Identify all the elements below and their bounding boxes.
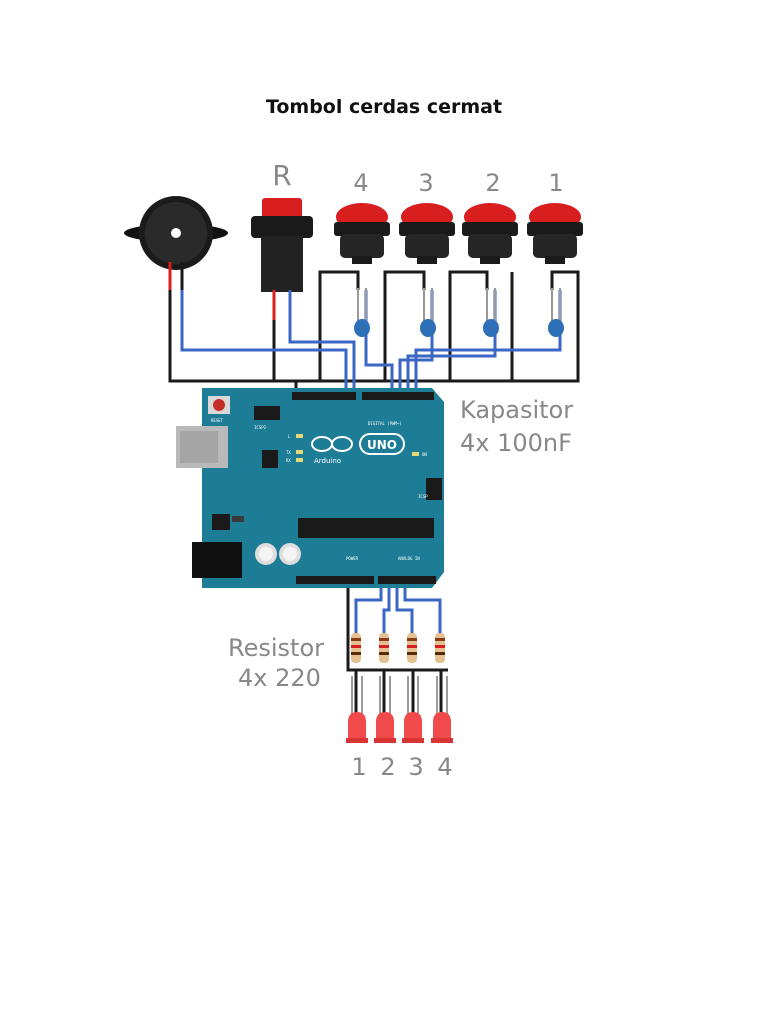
leds <box>346 676 453 743</box>
ground-wires <box>168 270 580 715</box>
push-button-3 <box>399 203 455 264</box>
button-number-1: 1 <box>548 169 563 197</box>
resistors <box>351 633 445 663</box>
board-icsp-text: ICSP <box>418 494 428 499</box>
board-uno-text: UNO <box>367 438 397 452</box>
board-reset-text: RESET <box>211 418 224 423</box>
capacitors <box>354 288 564 337</box>
buzzer <box>124 196 228 290</box>
page-title: Tombol cerdas cermat <box>265 96 503 118</box>
capacitor-3 <box>483 288 499 337</box>
push-button-1 <box>527 203 583 264</box>
arduino-uno-board: RESET ICSP2 DIGITAL (PWM~) UNO Arduino L… <box>176 388 444 588</box>
icsp-header <box>426 478 442 500</box>
board-digital-text: DIGITAL (PWM~) <box>368 421 402 426</box>
analog-header <box>378 576 436 584</box>
button-number-4: 4 <box>353 169 368 197</box>
board-analog-text: ANALOG IN <box>398 556 420 561</box>
led-number-1: 1 <box>351 753 366 781</box>
led-4 <box>431 676 453 743</box>
board-icsp2-text: ICSP2 <box>254 425 267 430</box>
board-on-text: ON <box>422 452 427 457</box>
led-3 <box>402 676 424 743</box>
resistor-2 <box>379 633 389 663</box>
board-rx-text: RX <box>286 458 291 463</box>
led-number-4: 4 <box>437 753 452 781</box>
capacitor-label-line2: 4x 100nF <box>460 429 572 457</box>
resistor-4 <box>435 633 445 663</box>
power-header <box>296 576 374 584</box>
digital-header-left <box>292 392 356 400</box>
capacitor-label-line1: Kapasitor <box>460 396 573 424</box>
led-number-3: 3 <box>408 753 423 781</box>
reset-push-button <box>251 198 313 320</box>
button-number-2: 2 <box>485 169 500 197</box>
board-tx-text: TX <box>286 450 291 455</box>
capacitor-2 <box>420 288 436 337</box>
reset-button-label: R <box>272 159 291 192</box>
push-button-2 <box>462 203 518 264</box>
button-number-3: 3 <box>418 169 433 197</box>
resistor-3 <box>407 633 417 663</box>
resistor-label-line1: Resistor <box>228 634 324 662</box>
signal-wires <box>180 283 562 635</box>
led-2 <box>374 676 396 743</box>
board-arduino-text: Arduino <box>314 457 341 465</box>
board-power-text: POWER <box>346 556 359 561</box>
capacitor-1 <box>354 288 370 337</box>
digital-header-right <box>362 392 434 400</box>
push-button-4 <box>334 203 390 264</box>
board-l-text: L <box>288 434 291 439</box>
led-1 <box>346 676 368 743</box>
arduino-logo: UNO Arduino <box>311 433 405 465</box>
resistor-1 <box>351 633 361 663</box>
resistor-label-line2: 4x 220 <box>238 664 321 692</box>
capacitor-4 <box>548 288 564 337</box>
led-number-2: 2 <box>380 753 395 781</box>
power-jack <box>192 542 242 578</box>
atmega-chip <box>298 518 434 538</box>
